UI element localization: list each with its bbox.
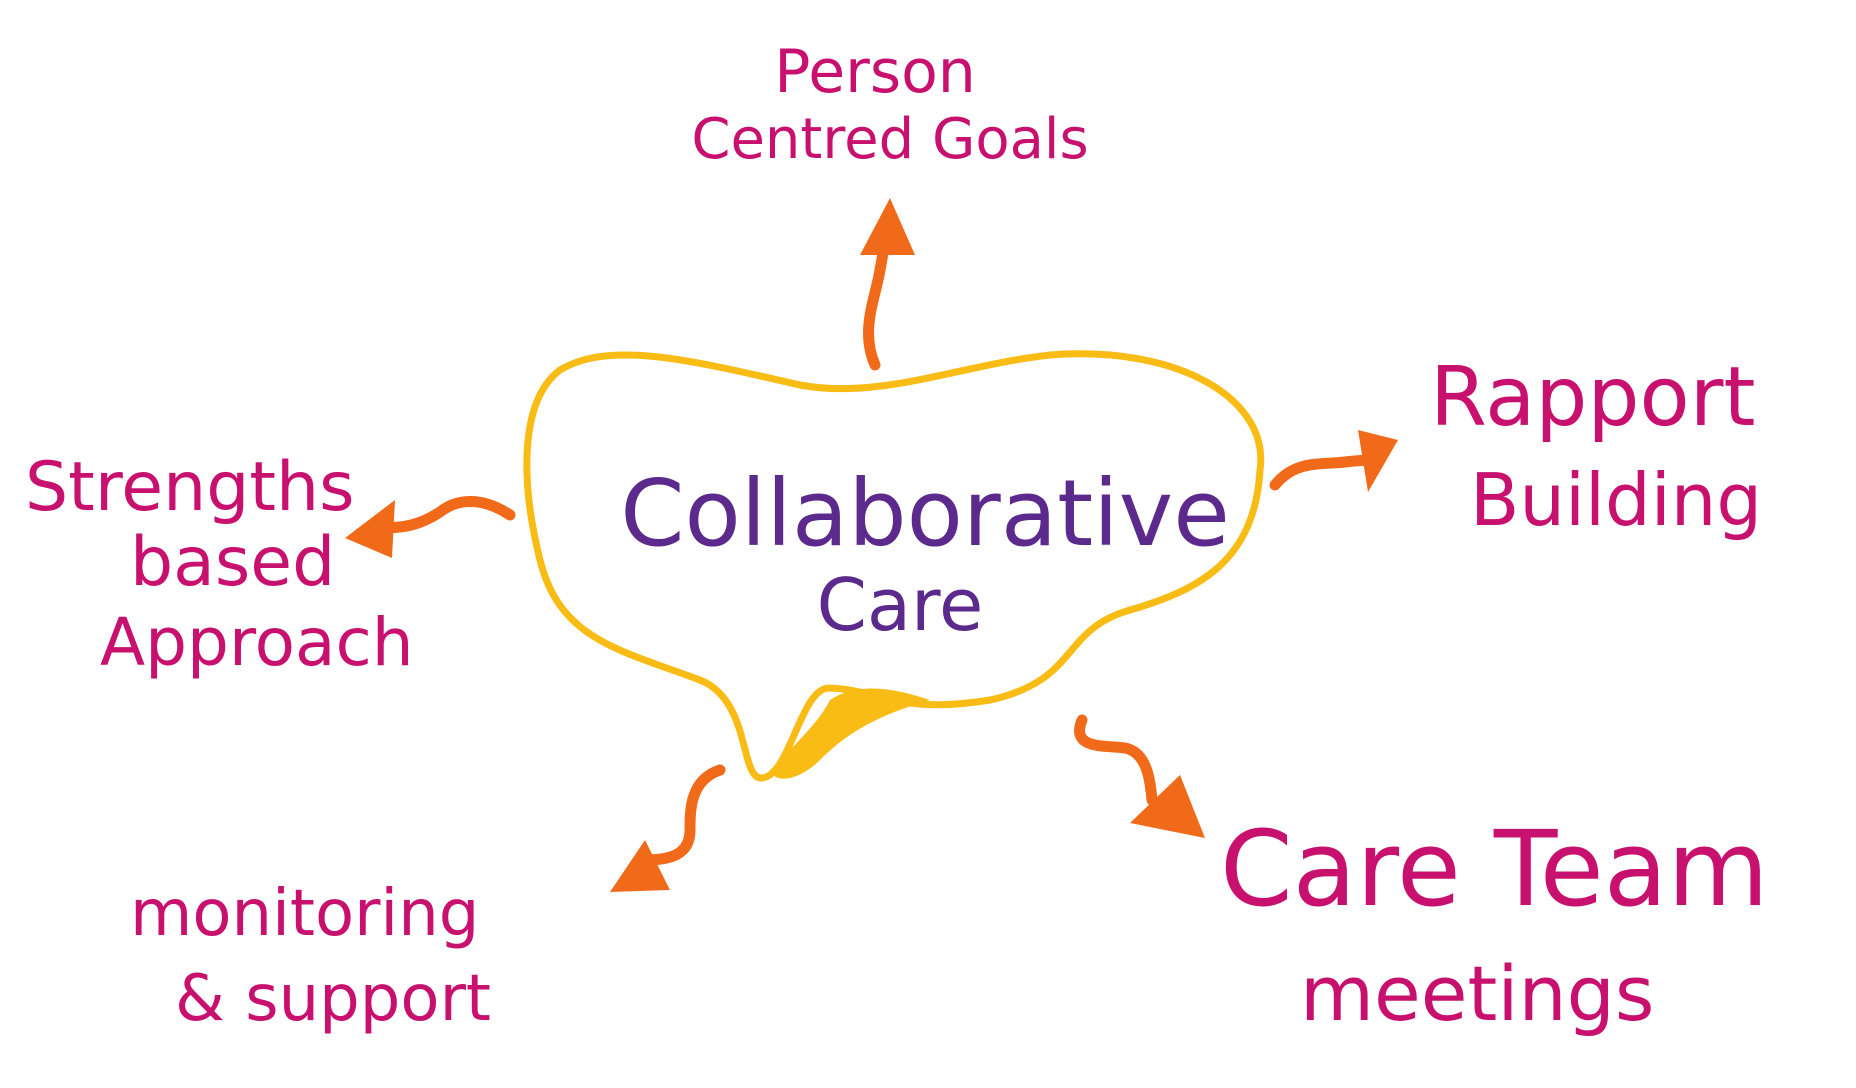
arrow-to-strengths-based (345, 496, 516, 558)
center-bubble (523, 350, 1265, 782)
arrow-shaft (1074, 714, 1158, 806)
node-label-line1: Strengths (25, 448, 355, 527)
node-care-team-meetings: Care Team meetings (1220, 808, 1769, 1038)
arrow-to-monitoring-support (610, 764, 726, 892)
node-label-line2: Centred Goals (691, 107, 1088, 172)
center-bubble-tail-fill (770, 688, 930, 779)
node-label-line2: based (130, 523, 335, 602)
center-bubble-outline (523, 350, 1265, 782)
node-strengths-based-approach: Strengths based Approach (25, 448, 414, 681)
arrow-head (345, 500, 395, 558)
node-label-line2: & support (175, 962, 491, 1036)
node-person-centred-goals: Person Centred Goals (691, 37, 1088, 172)
node-label-line3: Approach (100, 604, 414, 681)
arrow-head (860, 198, 915, 255)
node-monitoring-support: monitoring & support (130, 877, 491, 1036)
node-label-line2: meetings (1300, 949, 1654, 1038)
arrow-head (1358, 430, 1398, 492)
center-title-line1: Collaborative (620, 460, 1230, 567)
node-label-line1: Rapport (1430, 350, 1756, 445)
node-label-line1: Care Team (1220, 808, 1769, 930)
node-label-line2: Building (1470, 458, 1762, 542)
arrow-shaft (374, 496, 516, 534)
arrow-head (610, 840, 670, 892)
arrow-to-care-team-meetings (1074, 714, 1205, 838)
node-label-line1: monitoring (130, 877, 479, 951)
arrow-head (1130, 775, 1205, 838)
arrow-to-rapport-building (1269, 430, 1398, 492)
node-rapport-building: Rapport Building (1430, 350, 1762, 542)
arrow-to-person-centred-goals (860, 198, 915, 371)
node-label-line1: Person (774, 37, 976, 107)
center-title-line2: Care (817, 563, 984, 647)
arrow-shaft (639, 764, 726, 866)
